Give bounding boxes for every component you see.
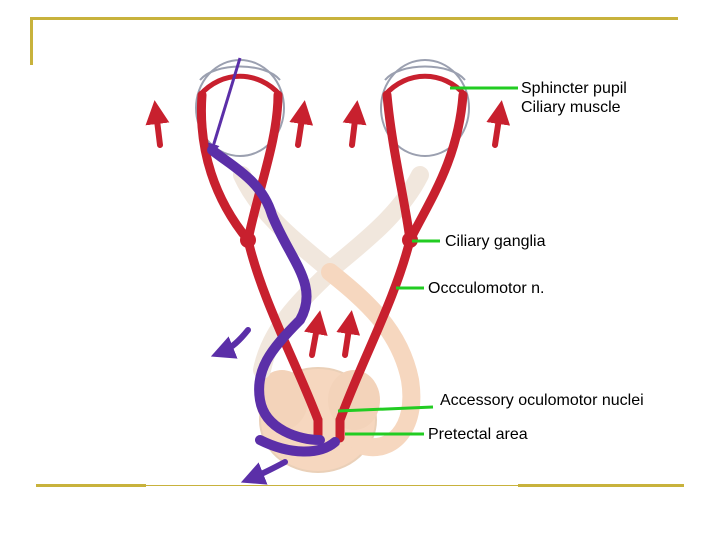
efferent-arrows bbox=[145, 100, 511, 358]
light-ray bbox=[208, 57, 242, 156]
frame-bottom-right-border bbox=[518, 484, 684, 487]
pointer-accessory-nuclei bbox=[337, 405, 434, 413]
afferent-pathway bbox=[207, 145, 340, 457]
frame-bottom-left-border bbox=[36, 484, 146, 487]
frame-bottom-line bbox=[146, 485, 518, 486]
afferent-arrows bbox=[210, 327, 288, 485]
ciliary-ganglia bbox=[240, 232, 418, 248]
frame-top-border bbox=[30, 17, 678, 20]
label-oculomotor-nerve: Occculomotor n. bbox=[428, 280, 545, 297]
label-sphincter-pupil: Sphincter pupil bbox=[521, 80, 627, 97]
label-accessory-nuclei: Accessory oculomotor nuclei bbox=[440, 392, 644, 409]
label-pretectal-area: Pretectal area bbox=[428, 426, 528, 443]
label-pointers bbox=[337, 86, 518, 436]
label-ciliary-muscle: Ciliary muscle bbox=[521, 99, 621, 116]
label-ciliary-ganglia: Ciliary ganglia bbox=[445, 233, 546, 250]
frame-left-border bbox=[30, 17, 33, 65]
